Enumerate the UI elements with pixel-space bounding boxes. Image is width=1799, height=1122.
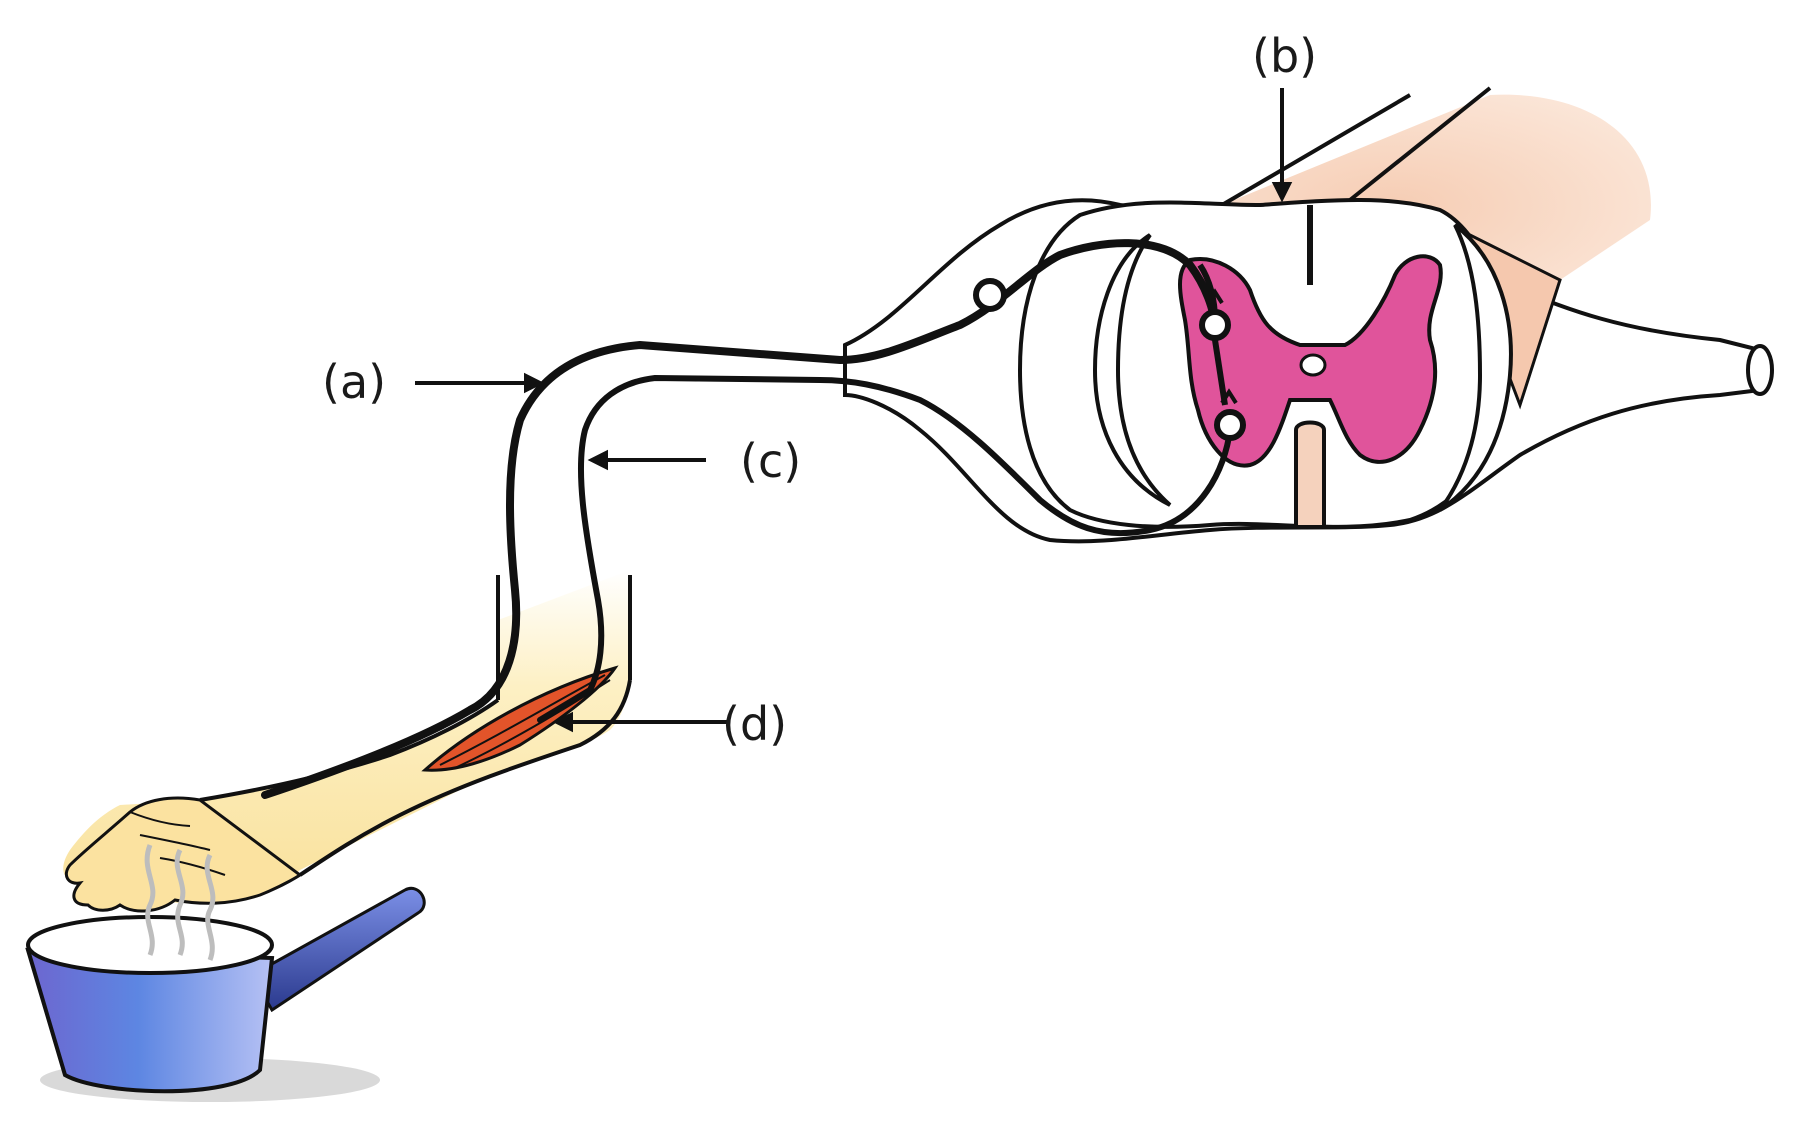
label-b: (b) xyxy=(1252,29,1317,83)
saucepan-icon xyxy=(25,886,426,1102)
motor-neuron-path xyxy=(537,374,1233,723)
label-c: (c) xyxy=(740,434,801,488)
interneuron xyxy=(1197,263,1246,441)
spinal-cord-stub xyxy=(1220,86,1651,280)
label-a: (a) xyxy=(322,355,386,409)
leader-arrows xyxy=(415,88,1293,733)
muscle-icon xyxy=(421,665,619,772)
sensory-neuron-path xyxy=(261,239,1219,799)
hand-icon xyxy=(64,796,303,913)
central-canal xyxy=(1299,353,1327,377)
neuron-cell-body-icon xyxy=(973,278,1007,312)
steam-icon xyxy=(144,844,216,961)
label-d: (d) xyxy=(722,697,787,751)
